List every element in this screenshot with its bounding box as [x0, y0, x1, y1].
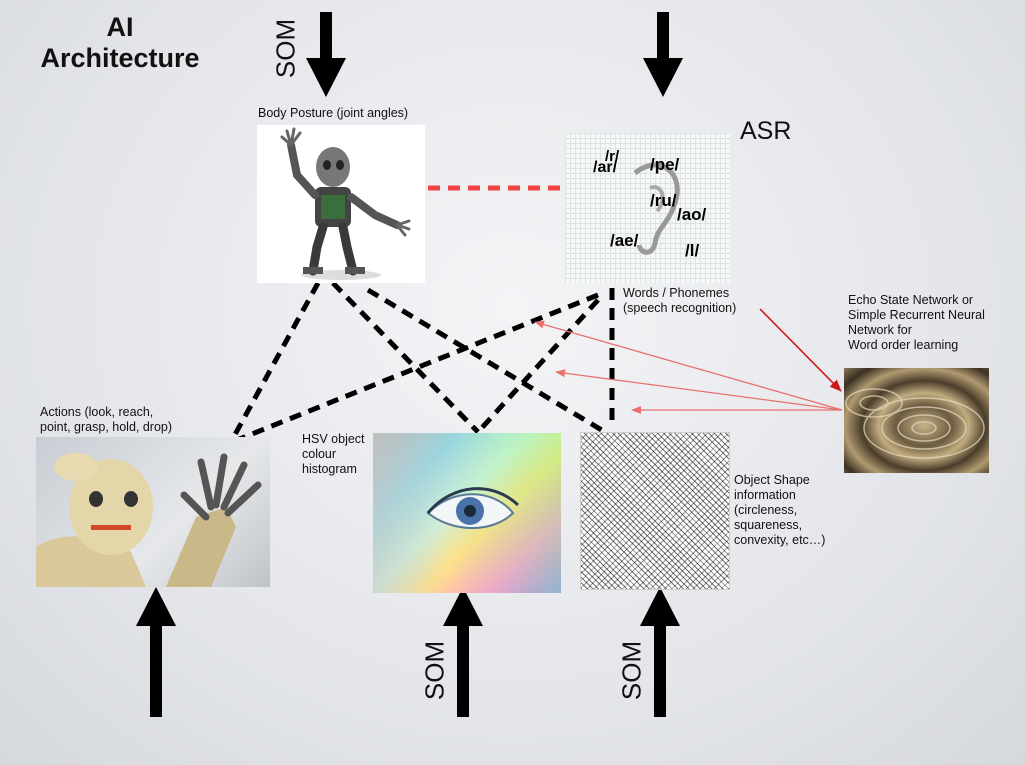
top-arrow-asr — [643, 12, 683, 97]
hsv-label-line-3: histogram — [302, 462, 357, 476]
words-phonemes-label: Words / Phonemes (speech recognition) — [623, 286, 736, 316]
esn-label-line-1: Echo State Network or — [848, 293, 974, 307]
shape-label-line-3: (circleness, — [734, 503, 798, 517]
asr-actions-link — [236, 292, 599, 443]
esn-arrow-2 — [555, 369, 843, 411]
phoneme-r: /r/ — [605, 148, 620, 165]
esn-label-line-4: Word order learning — [848, 338, 959, 352]
actions-label: Actions (look, reach, point, grasp, hold… — [40, 405, 172, 435]
shape-label-line-2: information — [734, 488, 796, 502]
phoneme-pe: /pe/ — [650, 155, 680, 174]
hsv-label-line-2: colour — [302, 447, 337, 461]
phoneme-ru: /ru/ — [650, 191, 677, 210]
bottom-arrow-hsv — [443, 587, 483, 717]
robot-posture-image — [257, 125, 425, 283]
esn-arrows — [534, 320, 843, 414]
words-esn-arrow — [759, 308, 842, 392]
shape-label-line-4: squareness, — [734, 518, 803, 532]
words-label-line-2: (speech recognition) — [623, 301, 737, 315]
robot-icon — [280, 127, 411, 280]
posture-actions-link — [229, 281, 321, 442]
shape-label-line-5: convexity, etc…) — [734, 533, 826, 547]
bottom-arrow-shape — [640, 587, 680, 717]
bottom-arrow-actions — [136, 587, 176, 717]
actions-label-line-2: point, grasp, hold, drop) — [40, 420, 173, 434]
esn-label-line-3: Network for — [848, 323, 912, 337]
phoneme-ao: /ao/ — [677, 205, 707, 224]
ear-icon — [633, 162, 680, 255]
asr-hsv-link — [476, 298, 600, 434]
shape-label-line-1: Object Shape — [734, 473, 810, 487]
diagram-title: AI Architecture — [20, 12, 220, 74]
hsv-histogram-image — [373, 433, 561, 593]
asr-ear-image: /r/ /ar/ /pe/ /ru/ /ao/ /ae/ /l/ — [565, 133, 730, 283]
dashed-links — [229, 281, 615, 443]
som-label-shape: SOM — [616, 640, 647, 701]
top-arrow-posture — [306, 12, 346, 97]
hsv-label: HSV object colour histogram — [302, 432, 365, 477]
esn-label-line-2: Simple Recurrent Neural — [848, 308, 985, 322]
shape-label: Object Shape information (circleness, sq… — [734, 473, 825, 548]
title-line-2: Architecture — [40, 43, 200, 73]
phoneme-l: /l/ — [685, 241, 700, 260]
ripple-icon — [845, 388, 985, 459]
som-label-hsv: SOM — [419, 640, 450, 701]
eye-icon — [426, 487, 520, 529]
som-label-top: SOM — [270, 18, 301, 79]
hsv-label-line-1: HSV object — [302, 432, 365, 446]
robot-hand-image — [36, 437, 270, 587]
phoneme-ar: /ar/ — [593, 159, 618, 176]
body-posture-label: Body Posture (joint angles) — [258, 106, 409, 120]
esn-label: Echo State Network or Simple Recurrent N… — [848, 293, 985, 353]
title-line-1: AI — [106, 12, 134, 42]
posture-hsv-link — [331, 281, 480, 434]
asr-label: ASR — [740, 117, 792, 145]
robot-face-icon — [36, 453, 262, 587]
words-label-line-1: Words / Phonemes — [623, 286, 730, 300]
actions-label-line-1: Actions (look, reach, — [40, 405, 154, 419]
posture-shape-link — [366, 287, 607, 435]
esn-arrow-1 — [534, 320, 843, 411]
shape-info-image — [580, 432, 730, 590]
water-ripple-image — [844, 368, 989, 473]
phoneme-ae: /ae/ — [610, 231, 639, 250]
